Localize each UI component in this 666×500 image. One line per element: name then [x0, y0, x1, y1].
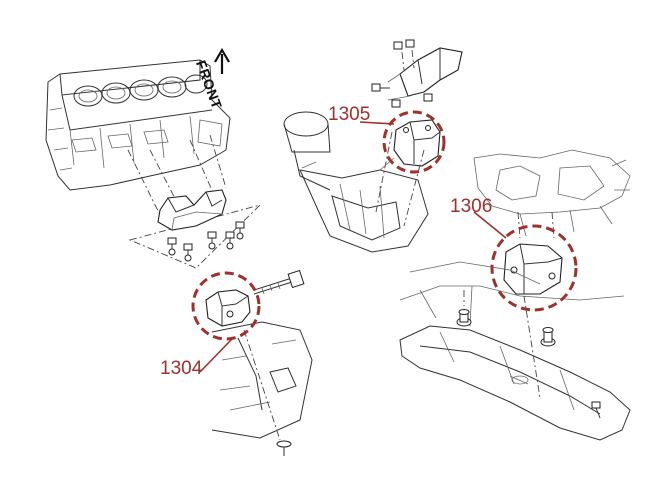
leader-line-1306: [473, 211, 507, 239]
left-frame-rail-drawing: [211, 321, 313, 456]
callout-circle-1304: [191, 271, 261, 341]
right-engine-drawing: [473, 149, 631, 239]
bolt-right-1306: [540, 327, 556, 347]
upper-bracket-1305-drawing: [371, 39, 463, 108]
mount-1306-drawing: [503, 243, 563, 295]
leader-line-1305: [359, 121, 395, 125]
callout-circle-1306: [490, 224, 578, 312]
engine-block-drawing: [45, 59, 231, 191]
callout-label-1306: 1306: [450, 196, 493, 217]
mount-1304-drawing: [205, 289, 251, 327]
long-bolt-drawing: [253, 269, 305, 295]
front-arrow-icon: [214, 47, 230, 74]
left-bracket-drawing: [157, 189, 227, 231]
leader-line-1304: [199, 338, 233, 373]
assembly-lines-left: [127, 134, 262, 269]
callout-label-1304: 1304: [160, 358, 203, 379]
callout-circle-1305: [382, 110, 446, 174]
callout-label-1305: 1305: [328, 104, 371, 125]
center-engine-side-drawing: [283, 111, 429, 253]
bolt-left-1306: [456, 309, 472, 327]
left-bracket-bolts: [167, 221, 245, 262]
mount-1305-drawing: [393, 119, 441, 167]
